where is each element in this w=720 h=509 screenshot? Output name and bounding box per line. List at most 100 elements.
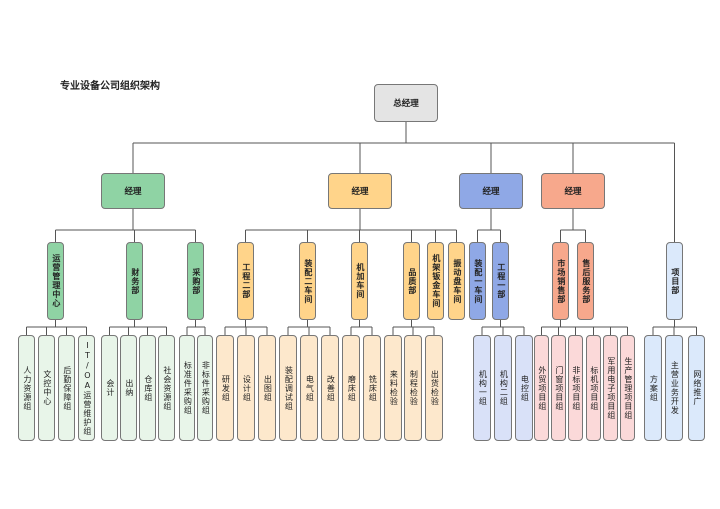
node-label: 财务部 — [130, 267, 140, 295]
node-label: 非标项目组 — [571, 365, 581, 411]
group-design: 设计组 — [237, 335, 255, 441]
node-label: 网络推广 — [692, 370, 702, 406]
node-label: 社会资源组 — [162, 365, 172, 411]
group-main-business-dev: 主营业务开发 — [665, 335, 683, 441]
node-label: 机构二组 — [499, 370, 509, 406]
group-standard-machine-project: 标机项目组 — [586, 335, 601, 441]
dept-purchasing: 采购部 — [187, 242, 204, 320]
group-standard-parts-purchasing: 标准件采购组 — [179, 335, 195, 441]
node-label: 来料检验 — [389, 370, 399, 406]
node-label: 出图组 — [263, 374, 273, 402]
node-label: 运营管理中心 — [51, 254, 61, 308]
node-label: 后勤保障组 — [62, 365, 72, 411]
node-label: 装配一车间 — [473, 258, 483, 304]
node-label: 制程检验 — [409, 370, 419, 406]
manager-node-4: 经理 — [541, 173, 605, 209]
node-label: 装配调试组 — [284, 365, 294, 411]
node-label: 项目部 — [670, 267, 680, 295]
group-it-oa: IT/OA运营维护组 — [78, 335, 95, 441]
node-label: 工程一部 — [496, 263, 506, 299]
node-label: 会计 — [105, 379, 115, 397]
node-label: 经理 — [124, 187, 142, 197]
dept-assembly-workshop-1: 装配一车间 — [469, 242, 486, 320]
chart-title: 专业设备公司组织架构 — [60, 81, 160, 92]
dept-assembly-workshop-2: 装配二车间 — [299, 242, 316, 320]
node-label: 市场销售部 — [556, 258, 566, 304]
group-incoming-inspection: 来料检验 — [384, 335, 402, 441]
node-label: 设计组 — [242, 374, 252, 402]
group-door-window-project: 门窗项目组 — [551, 335, 566, 441]
node-label: 非标件采购组 — [201, 361, 211, 415]
node-label: 标准件采购组 — [183, 361, 193, 415]
group-grinding: 磨床组 — [342, 335, 360, 441]
node-label: 外贸项目组 — [537, 365, 547, 411]
node-label: 机加车间 — [355, 263, 365, 299]
node-label: 军用电子项目组 — [606, 356, 616, 420]
node-label: 磨床组 — [347, 374, 357, 402]
node-label: IT/OA运营维护组 — [82, 340, 92, 436]
dept-finance: 财务部 — [126, 242, 143, 320]
group-process-inspection: 制程检验 — [404, 335, 422, 441]
node-label: 研发组 — [221, 374, 231, 402]
group-outgoing-inspection: 出货检验 — [425, 335, 443, 441]
node-label: 采购部 — [191, 267, 201, 295]
node-label: 总经理 — [393, 99, 419, 109]
node-label: 经理 — [482, 187, 500, 197]
group-warehouse: 仓库组 — [139, 335, 156, 441]
node-label: 机架钣金车间 — [431, 254, 441, 308]
node-label: 售后服务部 — [581, 258, 591, 304]
group-hr: 人力资源组 — [18, 335, 35, 441]
group-improvement: 改善组 — [321, 335, 339, 441]
dept-engineering-1: 工程一部 — [492, 242, 509, 320]
node-label: 仓库组 — [143, 374, 153, 402]
group-mechanism-1: 机构一组 — [473, 335, 491, 441]
node-label: 电控组 — [520, 374, 530, 402]
group-military-electronics-project: 军用电子项目组 — [603, 335, 618, 441]
node-label: 装配二车间 — [303, 258, 313, 304]
manager-node-1: 经理 — [101, 173, 165, 209]
group-production-management-project: 生产管理项目组 — [620, 335, 635, 441]
group-assembly-debug: 装配调试组 — [279, 335, 297, 441]
group-nonstandard-parts-purchasing: 非标件采购组 — [197, 335, 213, 441]
group-rd: 研发组 — [216, 335, 234, 441]
group-mechanism-2: 机构二组 — [494, 335, 512, 441]
node-label: 人力资源组 — [22, 365, 32, 411]
node-label: 标机项目组 — [589, 365, 599, 411]
manager-node-3: 经理 — [459, 173, 523, 209]
group-social-resources: 社会资源组 — [158, 335, 175, 441]
node-label: 改善组 — [326, 374, 336, 402]
node-label: 出货检验 — [430, 370, 440, 406]
group-drawing: 出图组 — [258, 335, 276, 441]
group-document-control: 文控中心 — [38, 335, 55, 441]
group-logistics: 后勤保障组 — [58, 335, 75, 441]
root-node-general-manager: 总经理 — [374, 84, 438, 122]
group-milling: 铣床组 — [363, 335, 381, 441]
node-label: 文控中心 — [42, 370, 52, 406]
dept-project: 项目部 — [666, 242, 683, 320]
dept-operations-center: 运营管理中心 — [47, 242, 64, 320]
manager-node-2: 经理 — [328, 173, 392, 209]
dept-sheet-metal-workshop: 机架钣金车间 — [427, 242, 444, 320]
group-accounting: 会计 — [101, 335, 118, 441]
node-label: 经理 — [351, 187, 369, 197]
node-label: 铣床组 — [368, 374, 378, 402]
node-label: 门窗项目组 — [554, 365, 564, 411]
node-label: 品质部 — [407, 267, 417, 295]
node-label: 方案组 — [649, 374, 659, 402]
group-online-promotion: 网络推广 — [688, 335, 705, 441]
node-label: 电气组 — [305, 374, 315, 402]
dept-vibration-plate-workshop: 振动盘车间 — [448, 242, 465, 320]
group-solution: 方案组 — [644, 335, 662, 441]
node-label: 经理 — [564, 187, 582, 197]
node-label: 出纳 — [124, 379, 134, 397]
dept-quality: 品质部 — [403, 242, 420, 320]
node-label: 振动盘车间 — [452, 258, 462, 304]
dept-engineering-2: 工程二部 — [237, 242, 254, 320]
dept-marketing-sales: 市场销售部 — [552, 242, 569, 320]
group-nonstandard-project: 非标项目组 — [568, 335, 583, 441]
node-label: 生产管理项目组 — [623, 356, 633, 420]
node-label: 机构一组 — [478, 370, 488, 406]
group-foreign-trade-project: 外贸项目组 — [534, 335, 549, 441]
